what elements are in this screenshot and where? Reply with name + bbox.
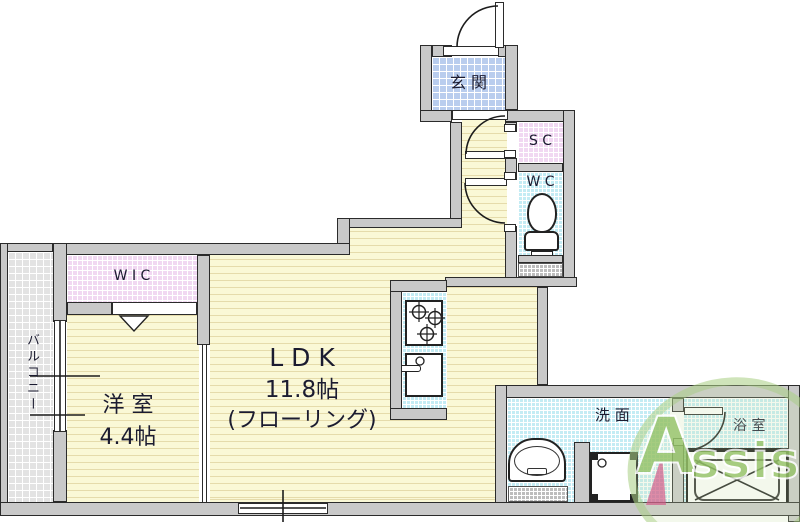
pipe-space-icon (518, 263, 563, 277)
wall (518, 255, 563, 263)
wall (390, 408, 447, 420)
washer-corner (590, 452, 598, 460)
entrance-step (452, 110, 508, 120)
room-western (67, 315, 199, 502)
entrance-door-arc (456, 5, 499, 48)
washer-corner (590, 494, 598, 502)
door-stop (504, 172, 516, 180)
label-washroom: 洗 面 (595, 406, 630, 424)
kitchen-stove-icon (405, 300, 443, 346)
wall (537, 287, 548, 385)
wic-closet-track (112, 302, 197, 315)
wall (563, 110, 575, 287)
washer-corner (630, 452, 638, 460)
washer-divider-wall (574, 442, 590, 505)
door-stop (673, 438, 684, 446)
ldk-window (238, 503, 328, 514)
label-ldk-size: 11.8帖 (264, 377, 340, 403)
wall (0, 243, 8, 516)
label-wic: W I C (113, 268, 151, 284)
washroom-grate-icon (508, 486, 568, 502)
label-balcony: バルコニー (23, 333, 39, 413)
washer-corner (630, 494, 638, 502)
entrance-threshold (443, 46, 499, 56)
room-wic (67, 255, 197, 302)
toilet-icon (527, 193, 557, 233)
logo-letter-a: A (635, 401, 698, 493)
partition-line (202, 345, 207, 502)
ldk-corridor-floor (447, 287, 537, 398)
wall (197, 255, 210, 345)
room-sc (518, 122, 563, 163)
entrance-door-leaf (495, 2, 504, 48)
wall (53, 243, 350, 255)
label-ldk-note: (フローリング) (227, 408, 377, 433)
wall (53, 243, 67, 322)
room-balcony (8, 252, 53, 510)
wall (445, 277, 577, 287)
wall (518, 163, 563, 172)
label-sc: S C (528, 133, 553, 149)
wall (67, 302, 112, 315)
wc-door-leaf (465, 178, 507, 186)
label-wc: W C (526, 174, 555, 190)
wall (340, 218, 462, 228)
washbasin-drain-icon (527, 468, 547, 475)
toilet-tank-icon (524, 231, 559, 251)
door-stop (504, 124, 516, 132)
washing-machine-space-icon (590, 452, 638, 502)
room-genkan (432, 57, 505, 110)
wall (495, 385, 507, 505)
wall (390, 280, 447, 292)
logo-rest: ssist (689, 431, 800, 491)
wall (672, 398, 684, 412)
wall (505, 45, 518, 110)
label-western-size: 4.4帖 (99, 425, 157, 450)
door-stop (504, 150, 516, 158)
assist-logo: A ssist (600, 358, 800, 522)
label-western-name: 洋 室 (102, 393, 154, 418)
wall (420, 110, 452, 122)
label-ldk-name: L D K (269, 343, 335, 372)
door-stop (504, 224, 516, 232)
label-bathroom: 浴 室 (733, 418, 766, 434)
label-genkan: 玄 関 (449, 73, 488, 92)
wall (450, 122, 462, 228)
sc-door-leaf (465, 151, 507, 159)
